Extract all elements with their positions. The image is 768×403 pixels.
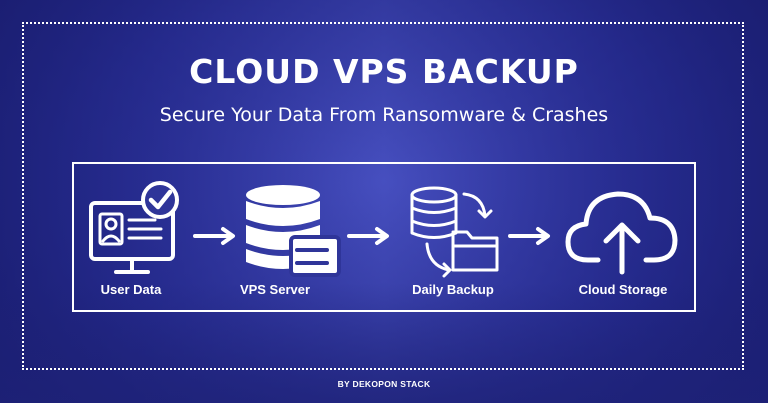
arrow-right-icon: [193, 227, 235, 245]
backup-flow-panel: [72, 162, 696, 312]
step-label-daily-backup: Daily Backup: [412, 282, 494, 297]
monitor-user-check-icon: [89, 181, 179, 274]
dotted-border-frame: [22, 22, 744, 370]
cloud-upload-icon: [565, 191, 678, 275]
page-title: CLOUD VPS BACKUP: [189, 52, 579, 91]
step-label-vps-server: VPS Server: [239, 282, 311, 297]
arrow-right-icon: [508, 227, 550, 245]
database-server-icon: [246, 185, 341, 277]
step-label-user-data: User Data: [100, 282, 162, 297]
step-label-cloud-storage: Cloud Storage: [578, 282, 668, 297]
page-subtitle: Secure Your Data From Ransomware & Crash…: [159, 104, 609, 126]
arrow-right-icon: [347, 227, 389, 245]
footer-credit: BY DEKOPON STACK: [337, 379, 431, 389]
database-folder-sync-icon: [410, 186, 499, 278]
